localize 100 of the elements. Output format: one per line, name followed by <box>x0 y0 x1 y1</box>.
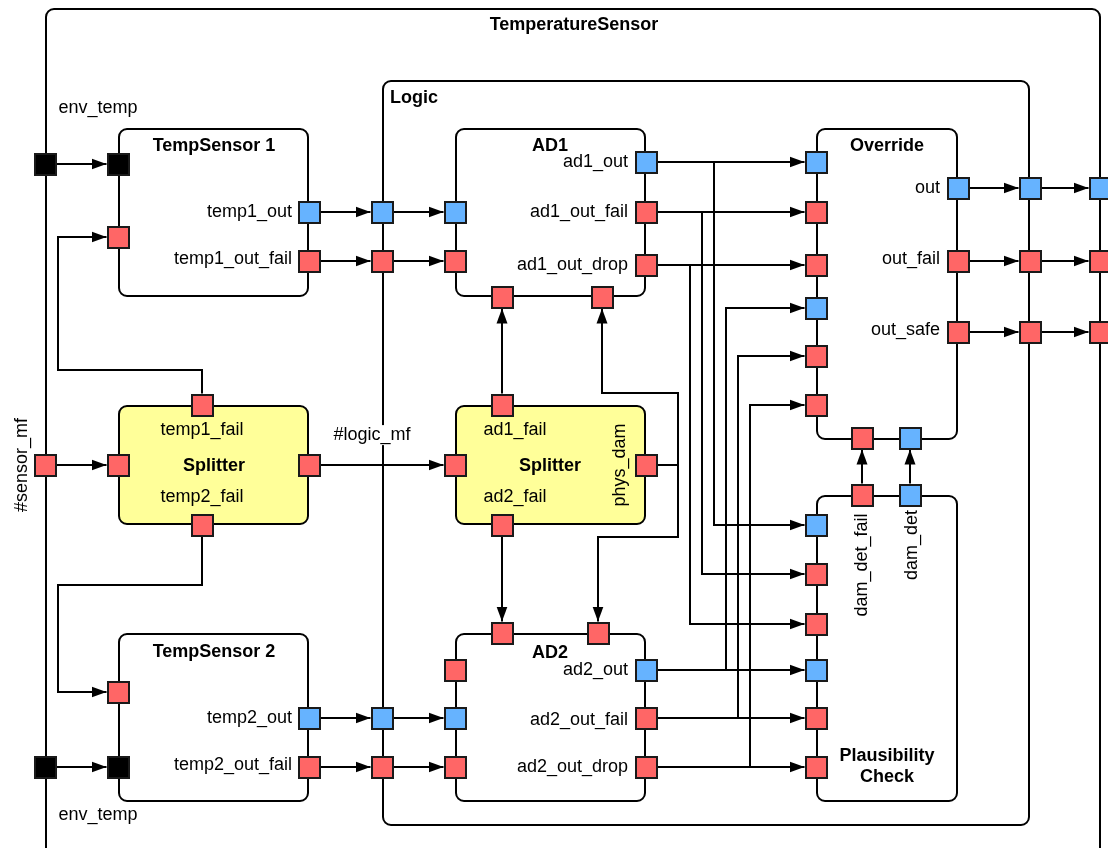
port-square <box>946 320 970 344</box>
port-square <box>297 200 321 224</box>
port-square <box>898 426 922 450</box>
port-square <box>634 658 658 682</box>
block-title: Splitter <box>183 454 245 476</box>
connector-arrow <box>856 448 868 485</box>
port-square <box>804 253 828 277</box>
port-square <box>190 513 214 537</box>
port-square <box>370 200 394 224</box>
port-square <box>1088 176 1108 200</box>
port-label: phys_dam <box>610 423 630 507</box>
port-square <box>634 453 658 477</box>
connector-arrow <box>319 255 372 267</box>
port-square <box>634 150 658 174</box>
port-square <box>490 285 514 309</box>
port-square <box>804 513 828 537</box>
port-square <box>1018 176 1042 200</box>
connector-arrow <box>1040 326 1090 338</box>
port-square <box>804 612 828 636</box>
port-square <box>634 200 658 224</box>
port-square <box>898 483 922 507</box>
port-label: ad2_out <box>562 660 628 680</box>
port-label: out_safe <box>870 320 940 340</box>
block-title: Logic <box>390 86 438 108</box>
block-title: TempSensor 1 <box>152 134 276 156</box>
port-square <box>106 152 130 176</box>
port-label: ad1_out_drop <box>516 255 628 275</box>
port-square <box>443 200 467 224</box>
block-title: Plausibility Check <box>838 745 936 787</box>
port-square <box>370 249 394 273</box>
connector-arrow <box>904 448 916 485</box>
port-label: ad2_out_drop <box>516 757 628 777</box>
port-label: dam_det_fail <box>852 513 872 617</box>
connector-arrow <box>596 307 679 466</box>
port-square <box>106 453 130 477</box>
connector-arrow <box>57 231 203 395</box>
port-square <box>490 393 514 417</box>
port-square <box>106 225 130 249</box>
port-square <box>804 296 828 320</box>
port-label: temp1_out_fail <box>173 249 292 269</box>
port-square <box>443 755 467 779</box>
port-square <box>804 658 828 682</box>
port-square <box>33 152 57 176</box>
port-square <box>1088 320 1108 344</box>
block-title: Override <box>850 134 924 156</box>
port-square <box>586 621 610 645</box>
port-label: ad2_out_fail <box>529 710 628 730</box>
port-label: ad1_out_fail <box>529 202 628 222</box>
port-label: #sensor_mf <box>12 418 32 512</box>
port-square <box>804 344 828 368</box>
port-label: dam_det <box>902 509 922 581</box>
connector-arrow <box>968 255 1020 267</box>
port-square <box>370 706 394 730</box>
port-square <box>297 249 321 273</box>
connector-arrow <box>1040 182 1090 194</box>
port-square <box>946 176 970 200</box>
port-square <box>443 706 467 730</box>
connector-arrow <box>319 712 372 724</box>
port-label: temp1_out <box>206 202 292 222</box>
connector-arrow <box>392 206 445 218</box>
port-square <box>804 706 828 730</box>
port-square <box>106 680 130 704</box>
port-square <box>804 562 828 586</box>
port-square <box>1088 249 1108 273</box>
connector-arrow <box>57 535 203 698</box>
connector-arrow <box>968 326 1020 338</box>
port-square <box>634 755 658 779</box>
port-square <box>106 755 130 779</box>
port-square <box>490 621 514 645</box>
port-square <box>590 285 614 309</box>
port-square <box>490 513 514 537</box>
port-label: temp1_fail <box>160 420 244 440</box>
connector-arrow <box>55 761 108 773</box>
connector-arrow <box>496 307 508 395</box>
port-square <box>443 453 467 477</box>
edge-label: #logic_mf <box>332 425 412 445</box>
port-square <box>804 755 828 779</box>
port-label: out <box>914 178 940 198</box>
port-square <box>297 453 321 477</box>
port-label: ad1_fail <box>483 420 547 440</box>
connector-arrow <box>496 535 508 623</box>
port-label: temp2_out_fail <box>173 755 292 775</box>
block-title: TemperatureSensor <box>489 13 659 35</box>
port-label: ad2_fail <box>483 487 547 507</box>
port-square <box>804 393 828 417</box>
port-square <box>370 755 394 779</box>
port-square <box>33 755 57 779</box>
port-square <box>804 200 828 224</box>
port-label: ad1_out <box>562 152 628 172</box>
port-label: env_temp <box>58 805 138 825</box>
port-square <box>33 453 57 477</box>
port-square <box>190 393 214 417</box>
port-square <box>1018 249 1042 273</box>
connector-arrow <box>319 206 372 218</box>
port-square <box>850 426 874 450</box>
connector-arrow <box>55 459 108 471</box>
connector-arrow <box>592 464 679 623</box>
port-square <box>1018 320 1042 344</box>
connector-arrow <box>968 182 1020 194</box>
connector-arrow <box>392 255 445 267</box>
